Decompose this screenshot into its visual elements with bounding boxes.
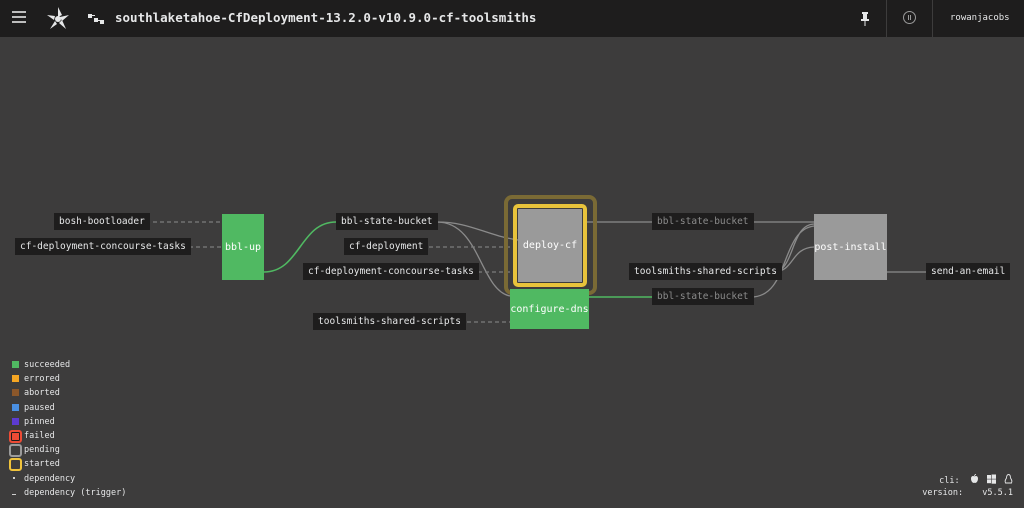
- pipeline-icon: [88, 14, 104, 24]
- cli-row: cli:: [922, 473, 1013, 488]
- linux-icon[interactable]: [1004, 474, 1013, 484]
- legend-label: aborted: [24, 388, 60, 399]
- resource-toolsmiths-shared-scripts[interactable]: toolsmiths-shared-scripts: [629, 263, 782, 280]
- legend-label: started: [24, 459, 60, 470]
- dependency-trigger-icon: [12, 493, 16, 495]
- topbar-divider: [932, 0, 933, 37]
- legend-label: paused: [24, 402, 55, 413]
- concourse-logo-icon[interactable]: [44, 5, 72, 33]
- edge-bbl-state-bucket-post-install-b: [750, 225, 815, 298]
- dependency-icon: [13, 476, 15, 479]
- topbar-divider: [886, 0, 887, 37]
- info-panel: cli: version: v5.5.1: [922, 473, 1013, 502]
- resource-bbl-state-bucket[interactable]: bbl-state-bucket: [336, 213, 438, 230]
- user-menu[interactable]: rowanjacobs: [950, 13, 1010, 23]
- edge-bbl-up-bbl-state-bucket: [263, 221, 337, 273]
- edge-bbl-state-bucket-deploy-cf: [436, 221, 519, 241]
- legend-label: dependency (trigger): [24, 487, 127, 498]
- legend-label: pinned: [24, 416, 55, 427]
- succeeded-swatch: [12, 361, 19, 368]
- hamburger-menu-icon[interactable]: [12, 11, 26, 25]
- pause-pipeline-button[interactable]: [903, 11, 916, 24]
- deploy-cf-started-inner-ring: [513, 204, 587, 287]
- top-bar: southlaketahoe-CfDeployment-13.2.0-v10.9…: [0, 0, 1024, 37]
- resource-send-an-email[interactable]: send-an-email: [926, 263, 1011, 280]
- started-ring: [9, 458, 22, 472]
- version-label: version:: [922, 488, 964, 498]
- job-deploy-cf[interactable]: deploy-cf: [518, 209, 582, 282]
- edge-bbl-state-bucket-configure-dns: [436, 221, 511, 297]
- legend-label: succeeded: [24, 360, 71, 370]
- paused-swatch: [12, 403, 19, 411]
- resource-toolsmiths-shared-scripts[interactable]: toolsmiths-shared-scripts: [313, 313, 466, 330]
- job-bbl-up[interactable]: bbl-up: [222, 214, 264, 280]
- pipeline-title: southlaketahoe-CfDeployment-13.2.0-v10.9…: [115, 10, 537, 25]
- version-row: version: v5.5.1: [922, 488, 1013, 502]
- resource-cf-deployment-concourse-tasks[interactable]: cf-deployment-concourse-tasks: [15, 238, 191, 255]
- failed-ring: [9, 429, 22, 443]
- resource-bbl-state-bucket[interactable]: bbl-state-bucket: [652, 288, 754, 305]
- errored-swatch: [12, 375, 19, 383]
- version-value: v5.5.1: [982, 488, 1013, 498]
- pin-icon[interactable]: [860, 12, 870, 26]
- windows-icon[interactable]: [986, 474, 996, 484]
- pinned-swatch: [12, 417, 19, 425]
- aborted-swatch: [12, 389, 19, 397]
- resource-cf-deployment[interactable]: cf-deployment: [344, 238, 429, 255]
- resource-bosh-bootloader[interactable]: bosh-bootloader: [54, 213, 150, 230]
- job-post-install[interactable]: post-install: [814, 214, 887, 280]
- cli-label: cli:: [939, 476, 960, 486]
- resource-bbl-state-bucket[interactable]: bbl-state-bucket: [652, 213, 754, 230]
- legend-label: pending: [24, 445, 60, 456]
- resource-cf-deployment-concourse-tasks[interactable]: cf-deployment-concourse-tasks: [303, 263, 479, 280]
- legend-label: dependency: [24, 473, 76, 484]
- pending-ring: [9, 444, 22, 458]
- legend-label: errored: [24, 374, 60, 385]
- legend-label: failed: [24, 430, 55, 441]
- apple-icon[interactable]: [970, 473, 979, 484]
- job-configure-dns[interactable]: configure-dns: [510, 289, 589, 329]
